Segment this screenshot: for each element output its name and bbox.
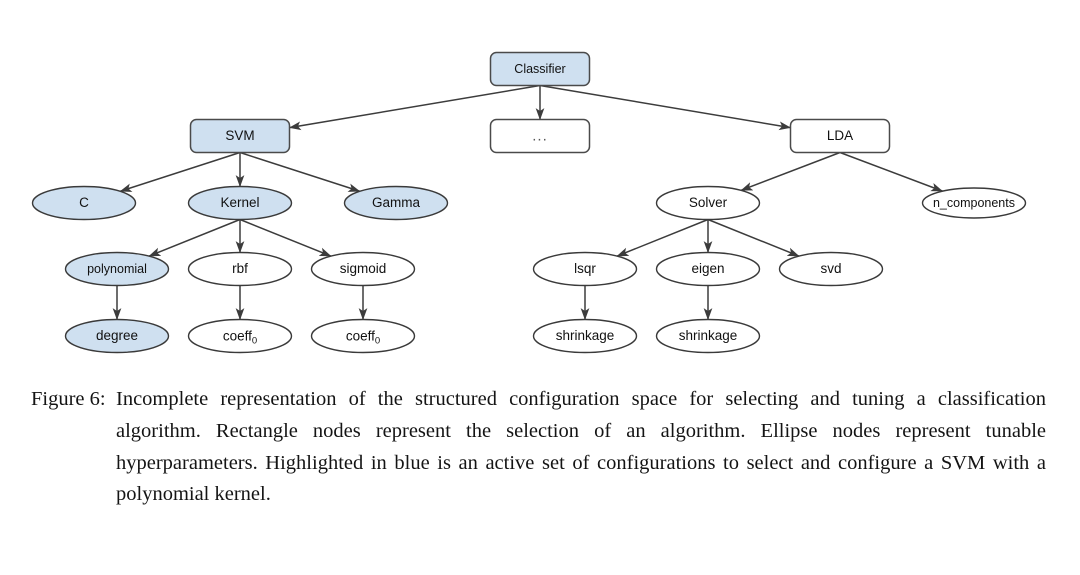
edge-classifier-to-lda xyxy=(539,84,792,131)
node-polynomial[interactable]: polynomial xyxy=(64,251,170,287)
figure-label: Figure 6: xyxy=(31,388,106,410)
node-svd[interactable]: svd xyxy=(778,251,884,287)
node-n_components[interactable]: n_components xyxy=(921,187,1027,219)
node-label-classifier: Classifier xyxy=(514,62,565,76)
node-label-gamma: Gamma xyxy=(372,195,421,210)
node-rect-shape xyxy=(489,118,591,154)
edge-kernel-to-polynomial xyxy=(148,218,241,257)
node-ellipse-shape xyxy=(187,251,293,287)
node-label-shrinkage_e: shrinkage xyxy=(679,328,738,343)
node-solver[interactable]: Solver xyxy=(655,185,761,221)
node-sigmoid[interactable]: sigmoid xyxy=(310,251,416,287)
node-label-degree: degree xyxy=(96,328,138,343)
node-lsqr[interactable]: lsqr xyxy=(532,251,638,287)
node-ellipse-shape xyxy=(187,318,293,354)
node-label-polynomial: polynomial xyxy=(87,262,147,276)
node-ellipse-shape xyxy=(187,185,293,221)
node-ellipse-shape xyxy=(778,251,884,287)
edges-layer xyxy=(112,84,944,321)
node-coeff0_sig[interactable]: coeff0 xyxy=(310,318,416,354)
node-ellipse-shape xyxy=(532,251,638,287)
node-label-lsqr: lsqr xyxy=(574,261,596,276)
node-ellipse-shape xyxy=(343,185,449,221)
node-label-n_components: n_components xyxy=(933,196,1015,210)
node-kernel[interactable]: Kernel xyxy=(187,185,293,221)
node-rect-shape xyxy=(789,118,891,154)
figure-caption-text: Incomplete representation of the structu… xyxy=(116,384,1080,511)
edge-solver-to-svd xyxy=(707,218,800,257)
node-shrinkage_e[interactable]: shrinkage xyxy=(655,318,761,354)
node-c[interactable]: C xyxy=(31,185,137,221)
edge-classifier-to-svm xyxy=(288,84,541,131)
node-label-coeff0_sig: coeff0 xyxy=(346,328,380,346)
edge-svm-to-c xyxy=(119,151,241,192)
node-rect-shape xyxy=(489,51,591,87)
node-svm[interactable]: SVM xyxy=(189,118,291,154)
edge-solver-to-lsqr xyxy=(616,218,709,257)
node-label-svd: svd xyxy=(820,261,841,276)
edge-svm-to-gamma xyxy=(239,151,361,192)
node-gamma[interactable]: Gamma xyxy=(343,185,449,221)
node-label-c: C xyxy=(79,195,89,210)
node-coeff0_rbf[interactable]: coeff0 xyxy=(187,318,293,354)
node-ellipse-shape xyxy=(655,318,761,354)
node-label-svm: SVM xyxy=(225,128,254,143)
node-label-coeff0_rbf: coeff0 xyxy=(223,328,257,346)
node-label-sigmoid: sigmoid xyxy=(340,261,387,276)
node-ellipse-shape xyxy=(655,251,761,287)
figure-caption: Figure 6: Incomplete representation of t… xyxy=(0,384,1080,511)
node-label-lda: LDA xyxy=(827,128,853,143)
node-ellipse-shape xyxy=(921,187,1027,219)
node-label-eigen: eigen xyxy=(691,261,724,276)
edge-lda-to-n_components xyxy=(839,151,944,192)
node-ellipse-shape xyxy=(64,318,170,354)
node-ellipse-shape xyxy=(310,318,416,354)
node-ellipse-shape xyxy=(532,318,638,354)
node-ellipse-shape xyxy=(655,185,761,221)
node-classifier[interactable]: Classifier xyxy=(489,51,591,87)
node-ellipse-shape xyxy=(310,251,416,287)
node-label-solver: Solver xyxy=(689,195,728,210)
node-rect-shape xyxy=(189,118,291,154)
node-eigen[interactable]: eigen xyxy=(655,251,761,287)
node-lda[interactable]: LDA xyxy=(789,118,891,154)
node-degree[interactable]: degree xyxy=(64,318,170,354)
node-ellipse-shape xyxy=(31,185,137,221)
edge-lda-to-solver xyxy=(740,151,841,192)
node-ellipsis[interactable]: ... xyxy=(489,118,591,154)
node-ellipse-shape xyxy=(64,251,170,287)
node-label-shrinkage_l: shrinkage xyxy=(556,328,615,343)
node-label-kernel: Kernel xyxy=(220,195,259,210)
node-label-rbf: rbf xyxy=(232,261,248,276)
node-rbf[interactable]: rbf xyxy=(187,251,293,287)
caption-paragraph: Incomplete representation of the structu… xyxy=(116,388,1046,506)
edge-kernel-to-sigmoid xyxy=(239,218,332,257)
node-label-ellipsis: ... xyxy=(532,127,548,144)
node-shrinkage_l[interactable]: shrinkage xyxy=(532,318,638,354)
